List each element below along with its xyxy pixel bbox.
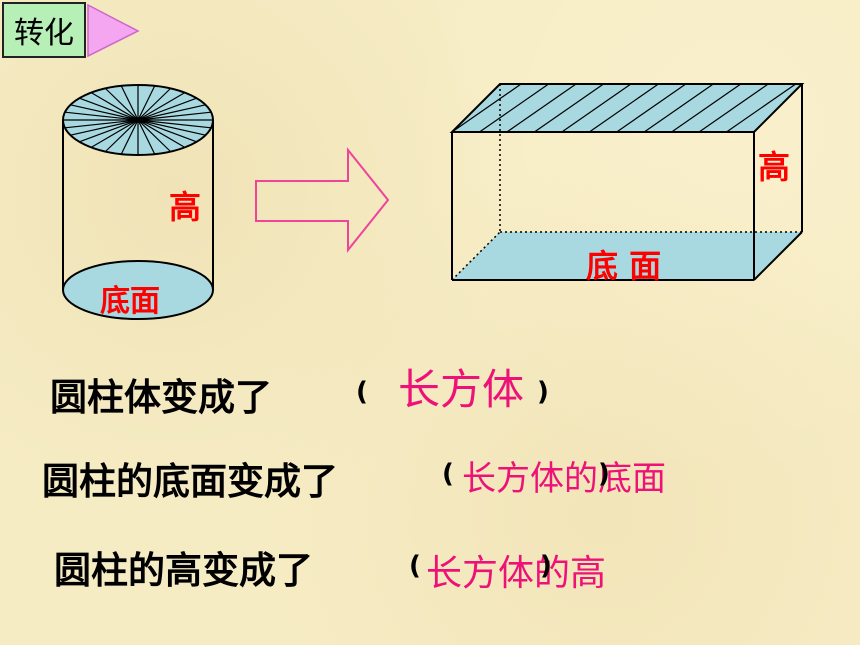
cylinder-top-spoke — [90, 92, 139, 121]
cylinder-top-spoke — [137, 119, 171, 152]
cuboid-top-hatch — [534, 83, 604, 133]
cylinder-top-spoke — [70, 119, 139, 136]
cylinder-top-spoke — [137, 97, 197, 121]
cylinder-top-spoke — [137, 119, 156, 155]
cylinder-base — [62, 260, 214, 320]
transform-arrow-icon — [255, 147, 390, 253]
cylinder-top-spoke — [137, 119, 206, 136]
cylinder-top-spoke — [137, 88, 171, 121]
open-paren-1: ( — [356, 377, 368, 407]
question-3: 圆柱的高变成了 — [54, 549, 313, 592]
answer-2[interactable]: 长方体的底面 — [462, 459, 666, 499]
cylinder-top-spoke — [137, 119, 212, 129]
topic-tab[interactable]: 转化 — [2, 2, 86, 58]
open-paren-3: ( — [409, 551, 421, 581]
cylinder-top-spoke — [64, 111, 139, 121]
cylinder-top-spoke — [70, 104, 139, 121]
cylinder-top-spoke — [137, 104, 206, 121]
close-paren-2: ) — [598, 459, 610, 489]
cylinder-top-spoke — [120, 85, 139, 121]
open-paren-2: ( — [442, 459, 454, 489]
cuboid-top-hatch — [698, 83, 769, 133]
cuboid-top-hatch — [451, 83, 522, 133]
cylinder-top-spoke — [64, 119, 139, 129]
next-triangle-icon[interactable] — [86, 4, 144, 58]
cuboid — [449, 83, 805, 281]
question-1: 圆柱体变成了 — [50, 376, 272, 419]
cylinder-top-spoke — [90, 119, 139, 148]
cuboid-bottom-face — [452, 232, 802, 280]
cylinder-base-label: 底面 — [100, 284, 160, 319]
cylinder — [62, 84, 214, 320]
cuboid-top-hatch — [506, 83, 577, 133]
cuboid-top-hatch — [643, 83, 714, 133]
cylinder-top-spoke — [105, 119, 139, 152]
cylinder-top-spoke — [137, 85, 156, 121]
close-paren-1: ) — [537, 377, 549, 407]
answer-3[interactable]: 长方体的高 — [426, 553, 607, 594]
cuboid-top-hatch — [671, 83, 742, 133]
cuboid-top-hatch — [479, 83, 549, 133]
cuboid-top-hatch — [616, 83, 687, 133]
cylinder-top-spoke — [137, 111, 212, 121]
cylinder-top-spoke — [137, 119, 197, 143]
cuboid-top-hatch — [726, 83, 797, 133]
close-paren-3: ) — [540, 551, 552, 581]
conversion-diagram — [62, 83, 805, 320]
cuboid-top-hatch — [588, 83, 659, 133]
cylinder-top-spoke — [120, 119, 139, 155]
box-base-label: 底 面 — [586, 247, 662, 285]
cylinder-top-spoke — [137, 92, 186, 121]
box-height-label: 高 — [758, 148, 791, 186]
cylinder-top-spoke — [79, 97, 139, 121]
cylinder-top-spoke — [105, 88, 139, 121]
answer-1[interactable]: 长方体 — [398, 365, 525, 414]
cuboid-top-hatch — [753, 83, 803, 133]
cylinder-top-spoke — [137, 119, 186, 148]
cuboid-top-hatch — [561, 83, 632, 133]
cylinder-height-label: 高 — [169, 188, 202, 226]
cylinder-top-spoke — [79, 119, 139, 143]
question-2: 圆柱的底面变成了 — [42, 460, 338, 503]
